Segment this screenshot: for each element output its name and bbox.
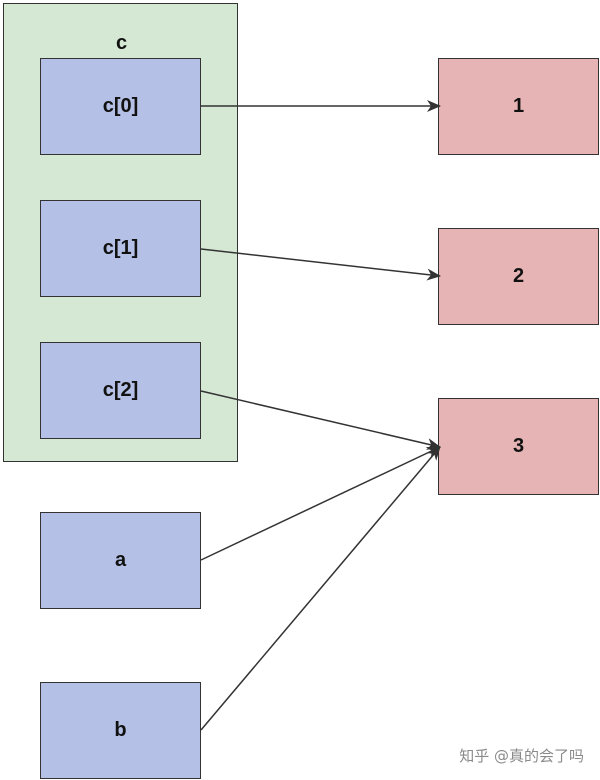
node-c2: c[2] bbox=[40, 342, 201, 439]
node-a-label: a bbox=[114, 549, 127, 571]
node-c1: c[1] bbox=[40, 200, 201, 297]
node-value-1: 1 bbox=[438, 58, 599, 155]
node-c0: c[0] bbox=[40, 58, 201, 155]
node-value-3: 3 bbox=[438, 398, 599, 495]
node-b: b bbox=[40, 682, 201, 779]
list-c-label: c bbox=[115, 32, 128, 54]
node-c1-label: c[1] bbox=[102, 237, 139, 259]
node-c0-label: c[0] bbox=[102, 95, 139, 117]
node-value-2: 2 bbox=[438, 228, 599, 325]
watermark: 知乎 @真的会了吗 bbox=[459, 747, 584, 765]
node-a: a bbox=[40, 512, 201, 609]
edge-a-to-3 bbox=[200, 446, 441, 561]
node-value-1-label: 1 bbox=[512, 95, 525, 117]
node-b-label: b bbox=[114, 719, 127, 741]
node-c2-label: c[2] bbox=[102, 379, 139, 401]
edge-b-to-3 bbox=[200, 446, 441, 731]
node-value-3-label: 3 bbox=[512, 435, 525, 457]
node-value-2-label: 2 bbox=[512, 265, 525, 287]
